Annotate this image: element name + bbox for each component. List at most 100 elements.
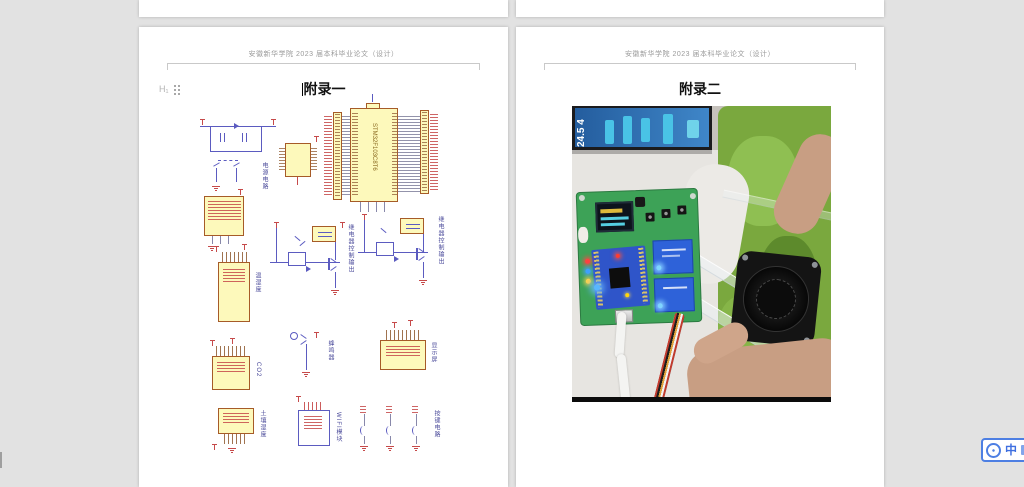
- pin-labels: [430, 114, 438, 192]
- key-switch: [386, 426, 392, 435]
- vcc-symbol: [242, 244, 247, 250]
- diode-symbol: [306, 266, 311, 272]
- page-header-text: 安徽新华学院 2023 届本科毕业论文（设计）: [625, 51, 775, 58]
- diode-symbol: [394, 256, 399, 262]
- ime-status-bar[interactable]: 中: [981, 438, 1024, 462]
- green-pcb: [575, 187, 703, 327]
- wire: [423, 262, 424, 278]
- pin-texture: [223, 413, 249, 423]
- pin-texture: [386, 346, 420, 356]
- app-button: [605, 120, 614, 144]
- vcc-symbol: [212, 444, 217, 450]
- pin-header-left: [333, 112, 342, 200]
- tact-button: [661, 208, 671, 219]
- vcc-symbol: [274, 222, 279, 228]
- pin-header-right: [420, 110, 429, 194]
- pin-texture: [217, 362, 245, 374]
- pin-texture: [335, 114, 340, 198]
- wire: [416, 414, 417, 426]
- relay-symbol: [312, 226, 336, 242]
- optocoupler: [376, 242, 394, 256]
- mcu-board: [591, 245, 651, 310]
- schematic-label: 蜂鸣器: [327, 340, 333, 361]
- transistor-bar: [416, 248, 418, 260]
- wire: [390, 414, 391, 426]
- cap-plate: [224, 133, 225, 142]
- transistor: [294, 235, 301, 242]
- relay-module: [653, 277, 695, 313]
- stub: [220, 236, 221, 244]
- schematic-label: 继电器控制输出: [347, 224, 353, 273]
- wire: [364, 436, 365, 444]
- pin-header: [593, 251, 604, 308]
- document-page-appendix-1[interactable]: 安徽新华学院 2023 届本科毕业论文（设计） H₁ 附录一 电源电路: [139, 27, 508, 487]
- vcc-symbol: [408, 320, 413, 326]
- stub: [384, 202, 385, 212]
- page-title[interactable]: 附录一: [301, 81, 346, 97]
- wires: [398, 116, 420, 192]
- sensor-chip: [218, 262, 250, 322]
- optocoupler: [288, 252, 306, 266]
- document-page-appendix-2[interactable]: 安徽新华学院 2023 届本科毕业论文（设计） 附录二: [516, 27, 884, 487]
- chip-pins: [311, 148, 317, 172]
- stub: [360, 202, 361, 212]
- schematic-label: CO2: [255, 362, 261, 378]
- ime-extra-icon[interactable]: [1021, 445, 1024, 455]
- stub: [212, 236, 213, 244]
- hardware-photo-image[interactable]: 24.5 4: [572, 106, 831, 402]
- pin-labels: [360, 406, 366, 414]
- smartphone: 24.5 4: [572, 106, 712, 150]
- connector-chip: [204, 196, 244, 236]
- pcb-hole: [578, 194, 586, 202]
- relay-led: [656, 265, 662, 271]
- mcu-ic: [608, 266, 631, 289]
- relay-marking: [663, 286, 688, 290]
- page-title[interactable]: 附录二: [679, 81, 721, 97]
- vcc-symbol: [214, 246, 219, 252]
- app-icon: [687, 120, 699, 138]
- display-chip: [380, 340, 426, 370]
- scroll-indicator[interactable]: [0, 452, 2, 468]
- wires: [342, 116, 350, 196]
- schematic-label: WIFI模块: [335, 412, 341, 443]
- wire: [276, 228, 277, 262]
- pin-texture: [208, 201, 241, 221]
- heading-level-badge: H₁: [159, 84, 169, 94]
- transistor: [299, 240, 306, 247]
- pin-texture: [304, 416, 322, 430]
- vcc-symbol: [200, 119, 205, 125]
- coil: [318, 232, 332, 233]
- wire: [423, 234, 424, 252]
- switch-symbol: [233, 162, 240, 167]
- ground-symbol: [360, 446, 368, 451]
- text-cursor: [301, 83, 303, 96]
- wire: [364, 220, 365, 252]
- vcc-symbol: [296, 396, 301, 402]
- pin-stubs: [304, 402, 324, 410]
- ground-symbol: [228, 448, 236, 453]
- paragraph-drag-handle-icon[interactable]: [174, 85, 176, 87]
- ground-symbol: [386, 446, 394, 451]
- ime-mode-chinese[interactable]: 中: [1005, 443, 1018, 457]
- wire: [216, 168, 217, 182]
- oled-text-row: [600, 222, 625, 227]
- header-rule: [544, 63, 856, 70]
- cap-plate: [242, 133, 243, 142]
- circuit-schematic-image[interactable]: 电源电路 STM32F103C8T6: [200, 94, 446, 462]
- relay-module: [652, 239, 694, 275]
- pin-labels: [412, 406, 418, 414]
- rgb-led: [585, 278, 591, 284]
- pin-stubs: [224, 434, 248, 444]
- pcb-hole: [689, 192, 697, 200]
- relay-led: [657, 303, 663, 309]
- fan-screw: [741, 254, 749, 261]
- pin-stubs: [222, 252, 248, 262]
- tact-button: [645, 212, 655, 222]
- transistor: [418, 256, 425, 261]
- switch-symbol: [213, 162, 220, 167]
- relay-marking: [661, 254, 681, 258]
- vcc-symbol: [238, 189, 243, 195]
- rgb-led: [585, 268, 591, 274]
- schematic-label: 土壤湿度: [259, 410, 265, 438]
- vcc-symbol: [314, 332, 319, 338]
